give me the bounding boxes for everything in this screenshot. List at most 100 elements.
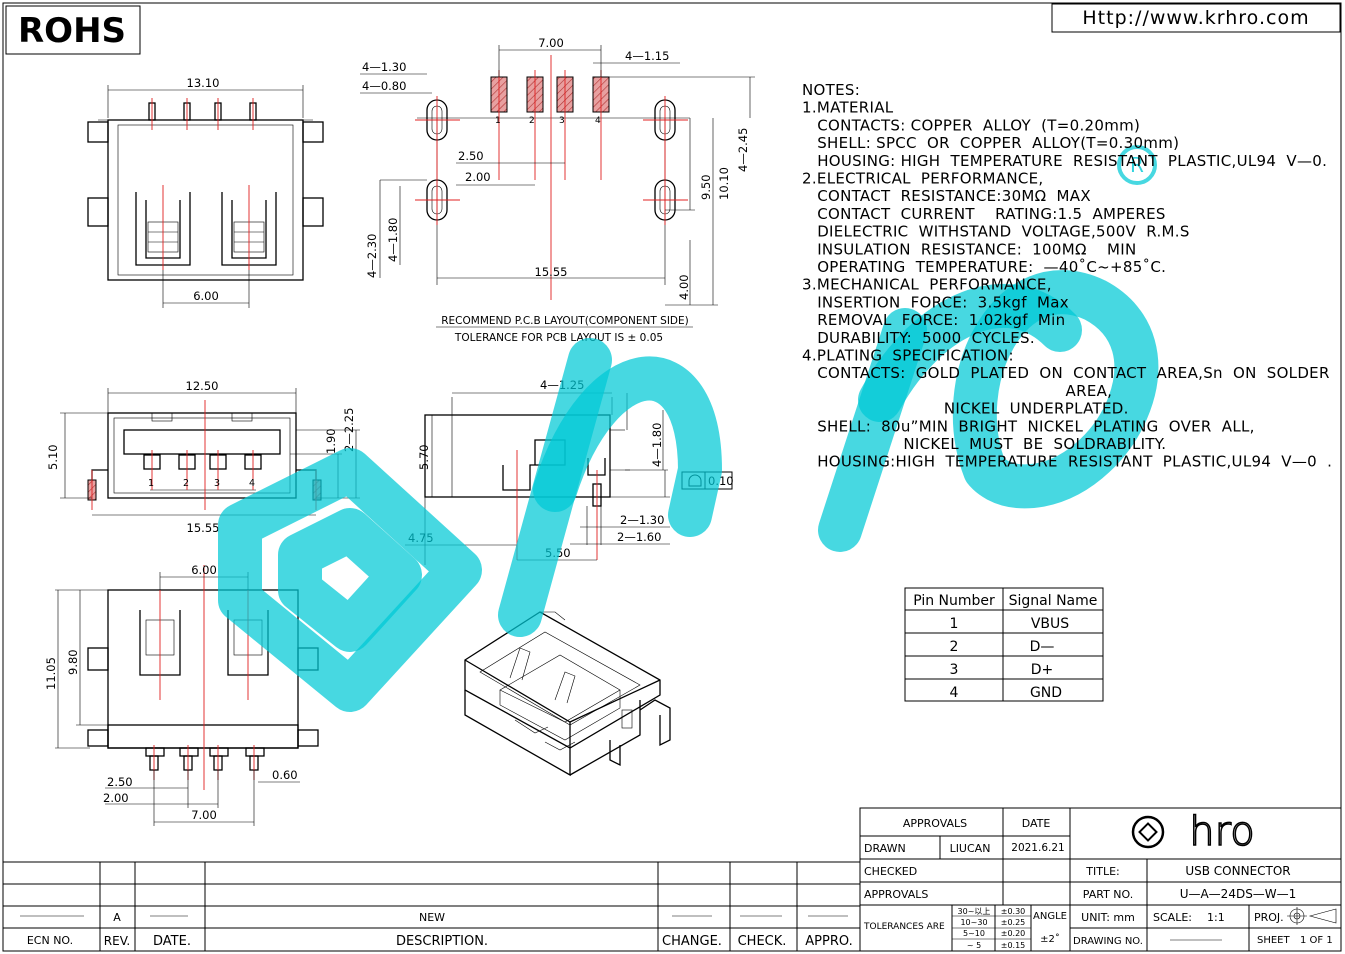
tolerance-range: ~ 5 xyxy=(967,941,981,950)
drawn-label: DRAWN xyxy=(864,842,906,855)
pcb-caption: RECOMMEND P.C.B LAYOUT(COMPONENT SIDE) xyxy=(441,315,688,327)
dim-4-00: 4.00 xyxy=(677,274,691,300)
unit-label: UNIT: mm xyxy=(1081,911,1135,924)
tolerances-label: TOLERANCES ARE xyxy=(863,922,945,932)
revision-value: A xyxy=(113,911,121,924)
dim-4-2-30: 4—2.30 xyxy=(365,234,379,278)
rev-header: REV. xyxy=(104,934,130,948)
tolerance-value: ±0.30 xyxy=(1001,907,1026,916)
dim-2-2-25: 2—2.25 xyxy=(342,408,356,452)
part-no-value: U—A—24DS—W—1 xyxy=(1180,887,1297,901)
dim-6-00-bottom: 6.00 xyxy=(191,563,217,577)
angle-value: ±2˚ xyxy=(1040,933,1060,945)
dim-4-1-80-pcb: 4—1.80 xyxy=(386,218,400,262)
tolerance-range: 10~30 xyxy=(960,918,987,927)
note-line: DURABILITY: 5000 CYCLES. xyxy=(802,329,1035,347)
dim-2-00-bottom: 2.00 xyxy=(103,791,129,805)
hro-logo: hro xyxy=(1189,809,1254,855)
description-header: DESCRIPTION. xyxy=(396,934,488,949)
pin-number-cell: 3 xyxy=(950,662,959,678)
dim-4-1-80-side: 4—1.80 xyxy=(650,423,664,467)
note-line: 4.PLATING SPECIFICATION: xyxy=(802,347,1014,365)
pin-table xyxy=(904,587,1104,702)
dim-13-10: 13.10 xyxy=(187,76,220,90)
dim-4-1-15: 4—1.15 xyxy=(625,49,669,63)
pcb-pin-label: 2 xyxy=(529,116,535,126)
dim-2-1-30: 2—1.30 xyxy=(620,513,664,527)
note-line: CONTACTS: GOLD PLATED ON CONTACT AREA,Sn… xyxy=(802,364,1330,382)
note-line: DIELECTRIC WITHSTAND VOLTAGE,500V R.M.S xyxy=(802,223,1190,241)
drawn-by: LIUCAN xyxy=(950,842,991,855)
tolerance-value: ±0.20 xyxy=(1001,929,1026,938)
note-line: SHELL: SPCC OR COPPER ALLOY(T=0.30mm) xyxy=(802,134,1179,152)
note-line: OPERATING TEMPERATURE: —40˚C~+85˚C. xyxy=(802,258,1166,276)
note-line: CONTACT CURRENT RATING:1.5 AMPERES xyxy=(802,205,1166,223)
front-pin-label: 1 xyxy=(148,478,154,489)
tolerance-range: 30~以上 xyxy=(958,907,991,916)
dim-15-55-front: 15.55 xyxy=(187,521,220,535)
proj-label: PROJ. xyxy=(1254,911,1284,924)
isometric-view xyxy=(464,611,671,777)
pin-number-cell: 2 xyxy=(950,639,959,655)
pin-table-header: Signal Name xyxy=(1009,593,1098,609)
dim-5-70: 5.70 xyxy=(417,444,431,470)
checked-label: CHECKED xyxy=(864,865,917,878)
tolerance-range: 5~10 xyxy=(963,929,985,938)
hro-watermark: R xyxy=(218,145,1159,712)
tolerance-value: ±0.25 xyxy=(1001,918,1026,927)
pin-number-cell: 4 xyxy=(950,685,959,701)
dim-7-00-pcb: 7.00 xyxy=(538,36,564,50)
title-label: TITLE: xyxy=(1085,865,1119,878)
url-box xyxy=(1051,3,1341,33)
dim-4-0-80: 4—0.80 xyxy=(362,79,406,93)
dim-2-50-bottom: 2.50 xyxy=(107,775,133,789)
dim-9-80: 9.80 xyxy=(66,649,80,675)
check-header: CHECK. xyxy=(738,934,787,949)
date-header: DATE. xyxy=(153,934,191,949)
tolerance-value: ±0.15 xyxy=(1001,941,1026,950)
drawing-no-label: DRAWING NO. xyxy=(1073,936,1143,947)
company-url[interactable]: Http://www.krhro.com xyxy=(1082,7,1309,29)
note-line: INSULATION RESISTANCE: 100MΩ MIN xyxy=(802,240,1136,258)
dim-10-10: 10.10 xyxy=(717,167,731,200)
dim-5-10: 5.10 xyxy=(46,444,60,470)
revision-block xyxy=(3,861,860,951)
note-line: NICKEL MUST BE SOLDRABILITY. xyxy=(802,435,1166,453)
dim-2-50-pcb: 2.50 xyxy=(458,149,484,163)
angle-label: ANGLE xyxy=(1033,911,1067,922)
signal-name-cell: GND xyxy=(1030,685,1062,701)
front-pin-label: 2 xyxy=(183,478,189,489)
ecn-header: ECN NO. xyxy=(27,934,73,947)
dim-7-00-bottom: 7.00 xyxy=(191,808,217,822)
note-line: 2.ELECTRICAL PERFORMANCE, xyxy=(802,170,1043,188)
appro-header: APPRO. xyxy=(805,934,852,949)
note-line: CONTACTS: COPPER ALLOY (T=0.20mm) xyxy=(802,116,1140,134)
dim-2-00-pcb: 2.00 xyxy=(465,170,491,184)
date-header-title: DATE xyxy=(1022,817,1051,830)
pcb-pin-label: 3 xyxy=(559,116,565,126)
approvals-header: APPROVALS xyxy=(903,817,967,830)
approvals-label: APPROVALS xyxy=(864,888,928,901)
pin-table-header: Pin Number xyxy=(913,593,995,609)
front-pin-label: 3 xyxy=(214,478,220,489)
note-line: 3.MECHANICAL PERFORMANCE, xyxy=(802,276,1052,294)
front-pin-label: 4 xyxy=(249,478,255,489)
title-value: USB CONNECTOR xyxy=(1185,864,1290,878)
dim-4-2-45: 4—2.45 xyxy=(736,128,750,172)
sheet-label: SHEET xyxy=(1257,935,1291,946)
note-line: AREA, xyxy=(802,382,1112,400)
pin-number-cell: 1 xyxy=(950,616,959,632)
part-no-label: PART NO. xyxy=(1083,888,1133,901)
title-block xyxy=(859,807,1342,952)
rohs-label: ROHS xyxy=(18,11,126,51)
revision-description: NEW xyxy=(419,911,445,924)
dim-0-60: 0.60 xyxy=(272,768,298,782)
note-line: HOUSING: HIGH TEMPERATURE RESISTANT PLAS… xyxy=(802,152,1327,170)
note-line: 1.MATERIAL xyxy=(802,99,894,117)
dim-2-1-60: 2—1.60 xyxy=(617,530,661,544)
pcb-pin-label: 4 xyxy=(595,116,601,126)
signal-name-cell: VBUS xyxy=(1031,616,1069,632)
change-header: CHANGE. xyxy=(662,934,722,949)
top-view xyxy=(87,85,324,308)
